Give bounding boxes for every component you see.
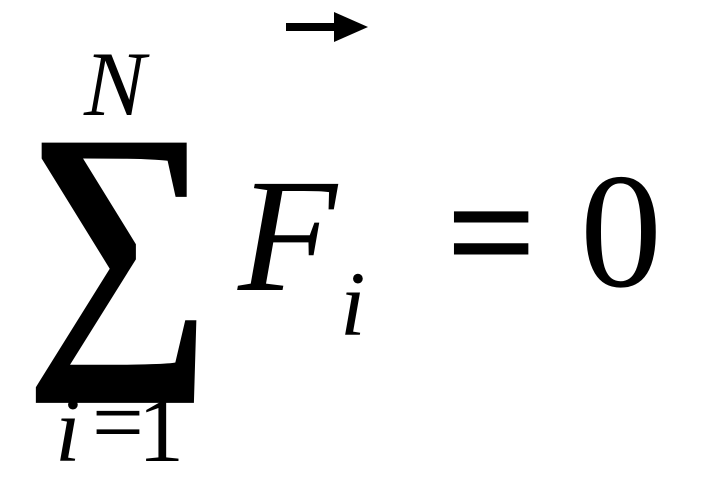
summation-sign: ∑ bbox=[24, 72, 213, 404]
force-symbol: F bbox=[238, 147, 337, 326]
right-arrow-icon bbox=[286, 12, 368, 42]
sum-lower-limit-start: 1 bbox=[138, 379, 184, 481]
force-subscript: i bbox=[340, 253, 366, 355]
equals-sign: = bbox=[446, 143, 538, 321]
sum-upper-limit: N bbox=[84, 33, 146, 135]
sum-lower-limit-index: i bbox=[55, 379, 81, 481]
sum-lower-limit-equals: = bbox=[92, 371, 144, 473]
result-zero: 0 bbox=[580, 141, 662, 322]
